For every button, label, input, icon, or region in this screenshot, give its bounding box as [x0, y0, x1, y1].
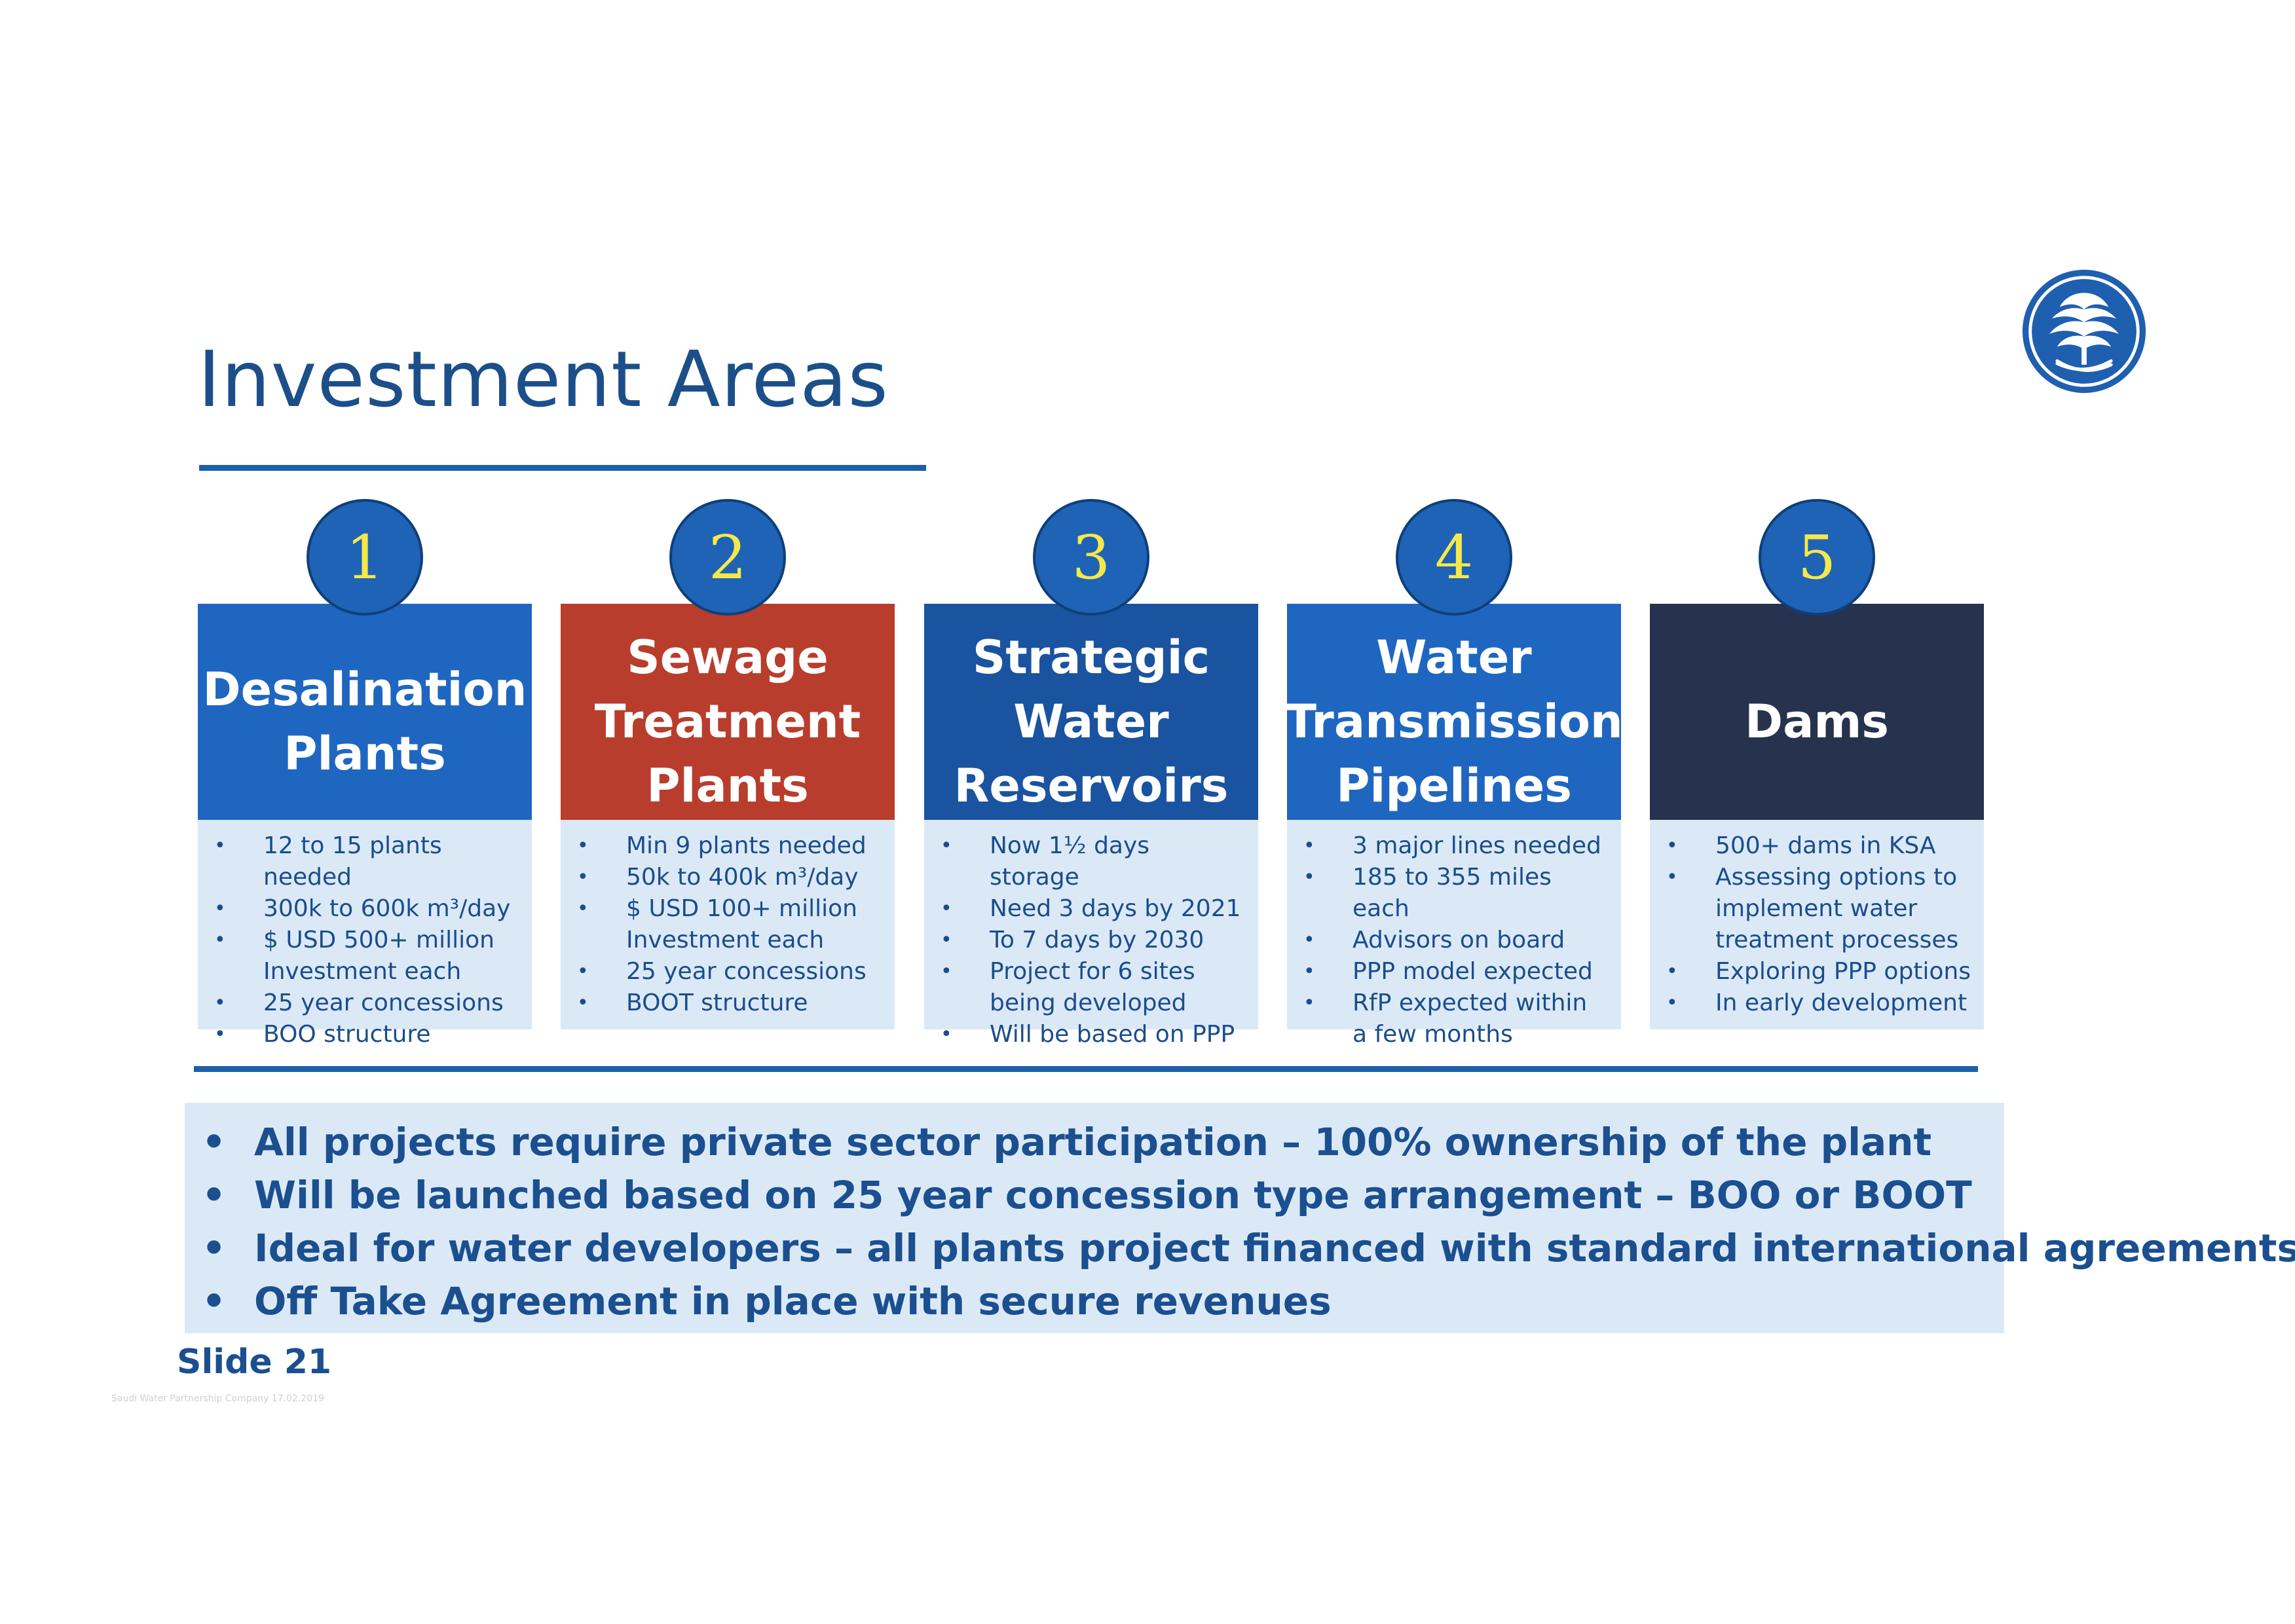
area-detail-item: 185 to 355 miles each — [1300, 862, 1608, 925]
area-details: Now 1½ days storage Need 3 days by 2021 … — [924, 820, 1258, 1050]
area-heading: Sewage Treatment Plants — [561, 604, 895, 820]
area-details: Min 9 plants needed 50k to 400k m³/day $… — [561, 820, 895, 1029]
footer-note: Saudi Water Partnership Company 17.02.20… — [111, 1393, 324, 1404]
palm-tree-swords-emblem-icon — [2022, 269, 2146, 394]
area-heading: Water Transmission Pipelines — [1285, 604, 1623, 820]
area-detail-item: 12 to 15 plants needed — [211, 830, 519, 893]
area-detail-item: Need 3 days by 2021 — [937, 893, 1245, 925]
summary-panel: All projects require private sector part… — [185, 1103, 2295, 1333]
area-heading-text: Water Transmission Pipelines — [1285, 631, 1623, 813]
area-detail-item: BOOT structure — [574, 987, 882, 1019]
area-number-badge: 3 — [1033, 499, 1149, 616]
area-heading-text: Sewage Treatment Plants — [594, 631, 861, 813]
area-detail-item: RfP expected within a few months — [1300, 987, 1608, 1050]
area-detail-item: 3 major lines needed — [1300, 830, 1608, 862]
area-detail-item: Min 9 plants needed — [574, 830, 882, 862]
area-number-badge: 2 — [669, 499, 786, 616]
summary-item: All projects require private sector part… — [195, 1116, 2004, 1169]
area-details: 12 to 15 plants needed 300k to 600k m³/d… — [198, 820, 532, 1050]
summary-item: Will be launched based on 25 year conces… — [195, 1169, 2004, 1222]
area-detail-item: 25 year concessions — [574, 956, 882, 987]
investment-area-1: 1 Desalination Plants 12 to 15 plants ne… — [198, 499, 532, 1050]
investment-area-4: 4 Water Transmission Pipelines 3 major l… — [1285, 499, 1623, 1048]
area-number-badge: 4 — [1396, 499, 1512, 616]
investment-area-3: 3 Strategic Water Reservoirs Now 1½ days… — [924, 499, 1258, 1050]
area-detail-item: 50k to 400k m³/day — [574, 862, 882, 893]
area-number-badge: 5 — [1759, 499, 1875, 616]
area-number-badge: 1 — [307, 499, 423, 616]
area-detail-item: BOO structure — [211, 1019, 519, 1050]
area-detail-item: In early development — [1663, 987, 1971, 1019]
area-detail-item: 25 year concessions — [211, 987, 519, 1019]
area-heading-text: Dams — [1745, 695, 1889, 748]
area-details: 3 major lines needed 185 to 355 miles ea… — [1287, 820, 1621, 1048]
section-divider — [194, 1066, 1978, 1072]
area-detail-item: 300k to 600k m³/day — [211, 893, 519, 925]
summary-item: Off Take Agreement in place with secure … — [195, 1275, 2004, 1328]
area-detail-item: To 7 days by 2030 — [937, 925, 1245, 956]
area-heading-text: Strategic Water Reservoirs — [954, 631, 1229, 813]
title-underline — [199, 465, 926, 471]
area-detail-item: Now 1½ days storage — [937, 830, 1245, 893]
slide-number: Slide 21 — [177, 1342, 332, 1382]
area-detail-item: 500+ dams in KSA — [1663, 830, 1971, 862]
area-detail-item: $ USD 500+ million Investment each — [211, 925, 519, 987]
area-detail-item: Advisors on board — [1300, 925, 1608, 956]
area-heading: Desalination Plants — [198, 604, 532, 820]
area-detail-item: $ USD 100+ million Investment each — [574, 893, 882, 956]
area-heading: Strategic Water Reservoirs — [924, 604, 1258, 820]
area-details: 500+ dams in KSA Assessing options to im… — [1650, 820, 1984, 1029]
area-detail-item: Will be based on PPP — [937, 1019, 1245, 1050]
summary-item: Ideal for water developers – all plants … — [195, 1222, 2295, 1275]
investment-area-2: 2 Sewage Treatment Plants Min 9 plants n… — [561, 499, 895, 1029]
area-detail-item: Assessing options to implement water tre… — [1663, 862, 1971, 956]
area-detail-item: Exploring PPP options — [1663, 956, 1971, 987]
area-detail-item: Project for 6 sites being developed — [937, 956, 1245, 1019]
area-heading: Dams — [1650, 604, 1984, 820]
area-heading-text: Desalination Plants — [202, 663, 527, 781]
area-detail-item: PPP model expected — [1300, 956, 1608, 987]
page-title: Investment Areas — [198, 334, 889, 424]
investment-area-5: 5 Dams 500+ dams in KSA Assessing option… — [1650, 499, 1984, 1029]
